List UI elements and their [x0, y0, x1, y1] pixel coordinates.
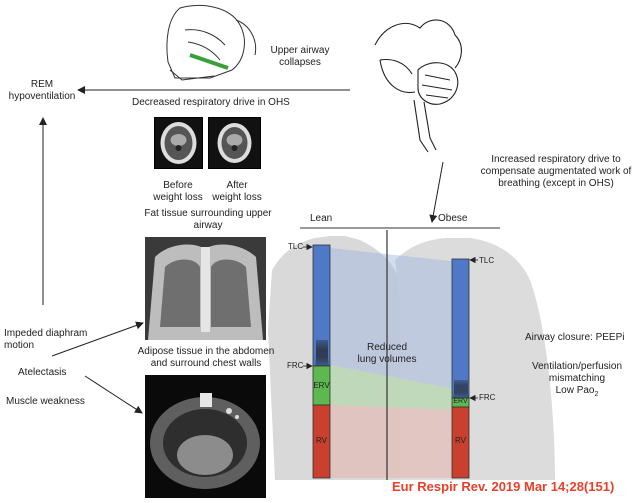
obese-frc-label: FRC	[479, 393, 496, 402]
upper-airway-sketch	[166, 5, 257, 81]
muscle-weakness-label: Muscle weakness	[6, 396, 85, 407]
lean-erv-label: ERV	[313, 381, 330, 390]
atelectasis-label: Atelectasis	[18, 367, 67, 378]
ct-after-weight-loss	[208, 117, 261, 169]
low-pao2-subscript: 2	[594, 391, 599, 398]
lean-rv-label: RV	[316, 436, 327, 445]
low-pao2-label: Low Pao	[555, 385, 595, 396]
obese-rv-label: RV	[455, 436, 466, 445]
rv-comparison-band	[330, 405, 460, 478]
obese-tidal-breathing-trace	[453, 379, 469, 399]
obese-tlc-label: TLC	[479, 256, 495, 265]
arrow-increased-drive	[429, 161, 444, 223]
obese-erv-label: ERV	[453, 398, 468, 405]
decreased-drive-label: Decreased respiratory drive in OHS	[132, 97, 290, 108]
ct-before-weight-loss	[154, 117, 203, 169]
tlc-comparison-band	[330, 248, 460, 390]
erv-comparison-band	[330, 365, 460, 410]
obese-rv-segment	[451, 406, 470, 479]
chest-xray-image	[145, 237, 266, 340]
obese-tlc-segment	[451, 258, 470, 399]
citation: Eur Respir Rev. 2019 Mar 14;28(151)	[392, 479, 615, 494]
brain-sketch	[374, 19, 462, 153]
arrow-to-xray	[51, 321, 144, 357]
lean-frc-label: FRC	[287, 361, 304, 370]
lean-tlc-label: TLC	[288, 242, 304, 251]
ct-abdomen-image	[145, 375, 266, 498]
obese-heading: Obese	[438, 213, 468, 224]
arrow-to-ct	[84, 375, 143, 414]
lean-rv-segment	[312, 404, 331, 479]
airway-closure-label: Airway closure: PEEPi	[525, 332, 625, 343]
lean-heading: Lean	[310, 213, 333, 224]
